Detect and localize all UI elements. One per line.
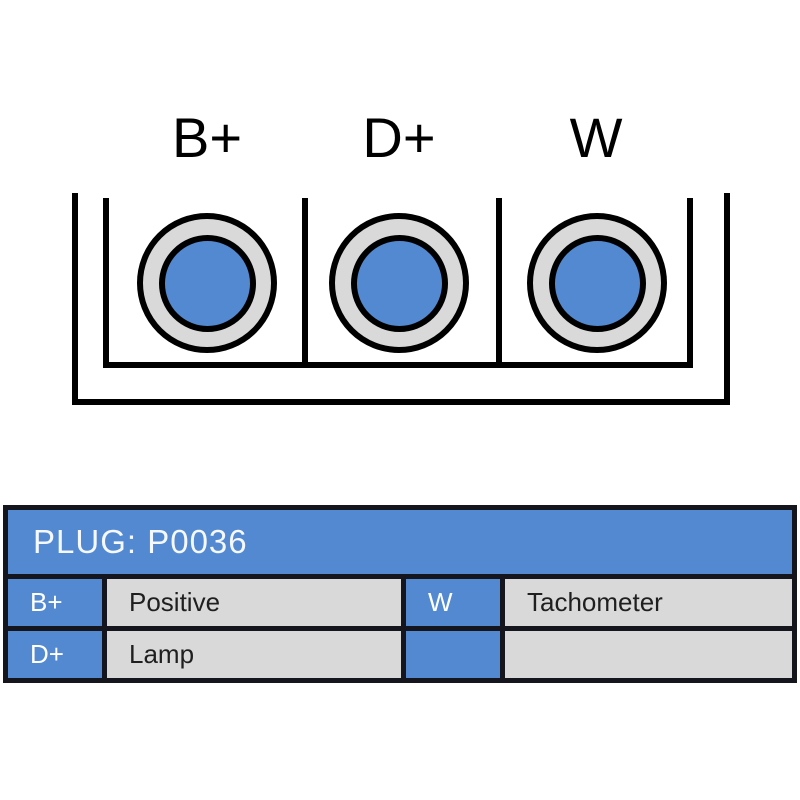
desc-cell-lamp: Lamp	[107, 631, 401, 678]
terminal-divider	[496, 198, 502, 362]
terminal-d-plus	[329, 213, 469, 353]
terminal-pin	[548, 234, 646, 332]
desc-cell-positive: Positive	[107, 579, 401, 626]
table-row: B+ Positive W Tachometer	[8, 579, 792, 626]
terminal-w	[527, 213, 667, 353]
terminal-label-d-plus: D+	[362, 106, 436, 169]
pin-cell-b-plus: B+	[8, 579, 102, 626]
terminal-pin	[158, 234, 256, 332]
pin-cell-d-plus: D+	[8, 631, 102, 678]
plug-table-title: PLUG: P0036	[33, 523, 248, 560]
pin-cell-w: W	[406, 579, 500, 626]
terminal-label-b-plus: B+	[171, 106, 243, 169]
connector-housing-inner	[103, 198, 693, 368]
terminal-label-w: W	[569, 106, 623, 169]
terminal-b-plus	[137, 213, 277, 353]
plug-table-header: PLUG: P0036	[8, 510, 792, 574]
plug-table: PLUG: P0036 B+ Positive W Tachometer D+ …	[3, 505, 797, 683]
pin-cell-empty	[406, 631, 500, 678]
terminal-pin	[350, 234, 448, 332]
connector-housing-outer	[72, 193, 730, 405]
table-row: D+ Lamp	[8, 631, 792, 678]
desc-cell-empty	[505, 631, 792, 678]
desc-cell-tachometer: Tachometer	[505, 579, 792, 626]
terminal-divider	[302, 198, 308, 362]
